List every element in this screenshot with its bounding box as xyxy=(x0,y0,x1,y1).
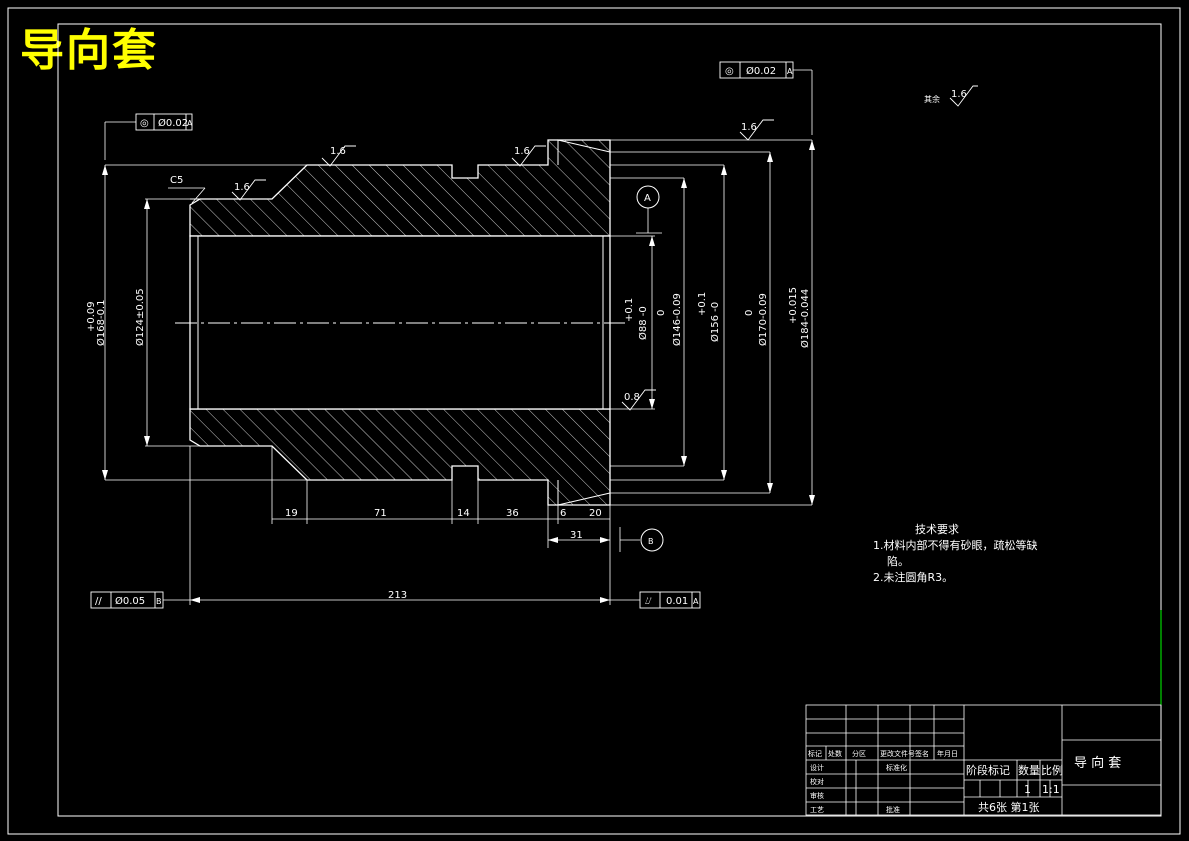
svg-text:Ø170-0.09: Ø170-0.09 xyxy=(757,293,769,346)
svg-text:+0.09: +0.09 xyxy=(86,301,97,332)
svg-text:处数: 处数 xyxy=(828,749,842,758)
svg-text:Ø168-0.1: Ø168-0.1 xyxy=(95,300,107,346)
svg-text:Ø184-0.044: Ø184-0.044 xyxy=(799,289,811,348)
chamfer-label: C5 xyxy=(170,175,183,186)
svg-text:B: B xyxy=(156,597,162,606)
svg-text:0: 0 xyxy=(656,310,667,316)
roughness-3: 1.6 xyxy=(234,182,250,193)
svg-text:0: 0 xyxy=(744,310,755,316)
svg-text:Ø0.05: Ø0.05 xyxy=(115,595,145,607)
dim-chain-20: 20 xyxy=(589,508,602,519)
outer-border xyxy=(7,7,1181,835)
svg-text:A: A xyxy=(693,597,699,606)
svg-text:阶段标记: 阶段标记 xyxy=(966,763,1010,777)
svg-text:0.01: 0.01 xyxy=(666,596,688,607)
dim-chain-36: 36 xyxy=(506,508,519,519)
dim-chain-14: 14 xyxy=(457,508,470,519)
section-lower xyxy=(189,408,611,506)
roughness-1: 1.6 xyxy=(330,146,346,157)
svg-text://: // xyxy=(95,596,102,607)
roughness-6: 0.8 xyxy=(624,392,640,403)
svg-text:签名: 签名 xyxy=(915,749,929,758)
svg-text:审核: 审核 xyxy=(810,791,824,800)
requirement-2: 2.未注圆角R3。 xyxy=(873,571,954,584)
svg-text:比例: 比例 xyxy=(1041,763,1063,777)
svg-text:⌰: ⌰ xyxy=(645,596,652,607)
svg-text:工艺: 工艺 xyxy=(810,806,824,814)
svg-text:Ø156 -0: Ø156 -0 xyxy=(709,302,721,342)
roughness-2: 1.6 xyxy=(514,146,530,157)
svg-text:A: A xyxy=(187,119,193,128)
svg-text:标记: 标记 xyxy=(808,749,822,758)
svg-text:数量: 数量 xyxy=(1018,764,1040,777)
svg-text:◎: ◎ xyxy=(140,118,149,129)
svg-text:◎: ◎ xyxy=(725,66,734,77)
drawing-title: 导向套 xyxy=(20,25,158,76)
svg-text:年月日: 年月日 xyxy=(937,749,958,758)
svg-text:Ø0.02: Ø0.02 xyxy=(158,117,188,129)
dim-31: 31 xyxy=(570,530,583,541)
datum-a-label: A xyxy=(644,193,651,204)
requirements-heading: 技术要求 xyxy=(915,523,959,536)
technical-requirements: 技术要求 1.材料内部不得有砂眼，疏松等缺 陷。 2.未注圆角R3。 xyxy=(873,522,1038,586)
datum-a-circle xyxy=(636,185,660,209)
svg-text:Ø88 -0: Ø88 -0 xyxy=(637,306,649,340)
dim-213: 213 xyxy=(388,590,407,601)
svg-text:+0.1: +0.1 xyxy=(624,298,635,322)
svg-text:标准化: 标准化 xyxy=(886,763,907,772)
inner-border xyxy=(57,23,1162,817)
svg-text:1:1: 1:1 xyxy=(1042,783,1060,796)
svg-text:校对: 校对 xyxy=(810,777,824,786)
roughness-5: 1.6 xyxy=(951,89,967,100)
roughness-4: 1.6 xyxy=(741,122,757,133)
svg-text:Ø0.02: Ø0.02 xyxy=(746,65,776,77)
requirement-1-cont: 陷。 xyxy=(887,555,909,568)
flange-detail-top xyxy=(557,139,611,165)
svg-text:更改文件号: 更改文件号 xyxy=(880,749,915,758)
svg-text:+0.015: +0.015 xyxy=(788,287,799,324)
svg-text:+0.1: +0.1 xyxy=(697,292,708,316)
svg-text:导 向 套: 导 向 套 xyxy=(1074,755,1121,771)
svg-text:1: 1 xyxy=(1024,783,1031,796)
requirement-1: 1.材料内部不得有砂眼，疏松等缺 xyxy=(873,539,1038,552)
svg-text:Ø124±0.05: Ø124±0.05 xyxy=(134,288,146,346)
datum-b-circle xyxy=(640,528,664,552)
svg-text:分区: 分区 xyxy=(852,749,866,758)
dim-chain-19: 19 xyxy=(285,508,298,519)
svg-text:共6张 第1张: 共6张 第1张 xyxy=(978,800,1040,814)
dim-chain-6: 6 xyxy=(560,508,566,519)
title-block-grid xyxy=(805,704,1162,816)
roughness-label: 其余 xyxy=(924,94,940,104)
svg-text:A: A xyxy=(787,67,793,76)
dim-chain-71: 71 xyxy=(374,508,387,519)
section-upper xyxy=(189,139,611,237)
svg-text:批准: 批准 xyxy=(886,805,900,814)
svg-text:Ø146-0.09: Ø146-0.09 xyxy=(671,293,683,346)
datum-b-label: B xyxy=(648,537,654,546)
svg-text:设计: 设计 xyxy=(810,763,824,772)
